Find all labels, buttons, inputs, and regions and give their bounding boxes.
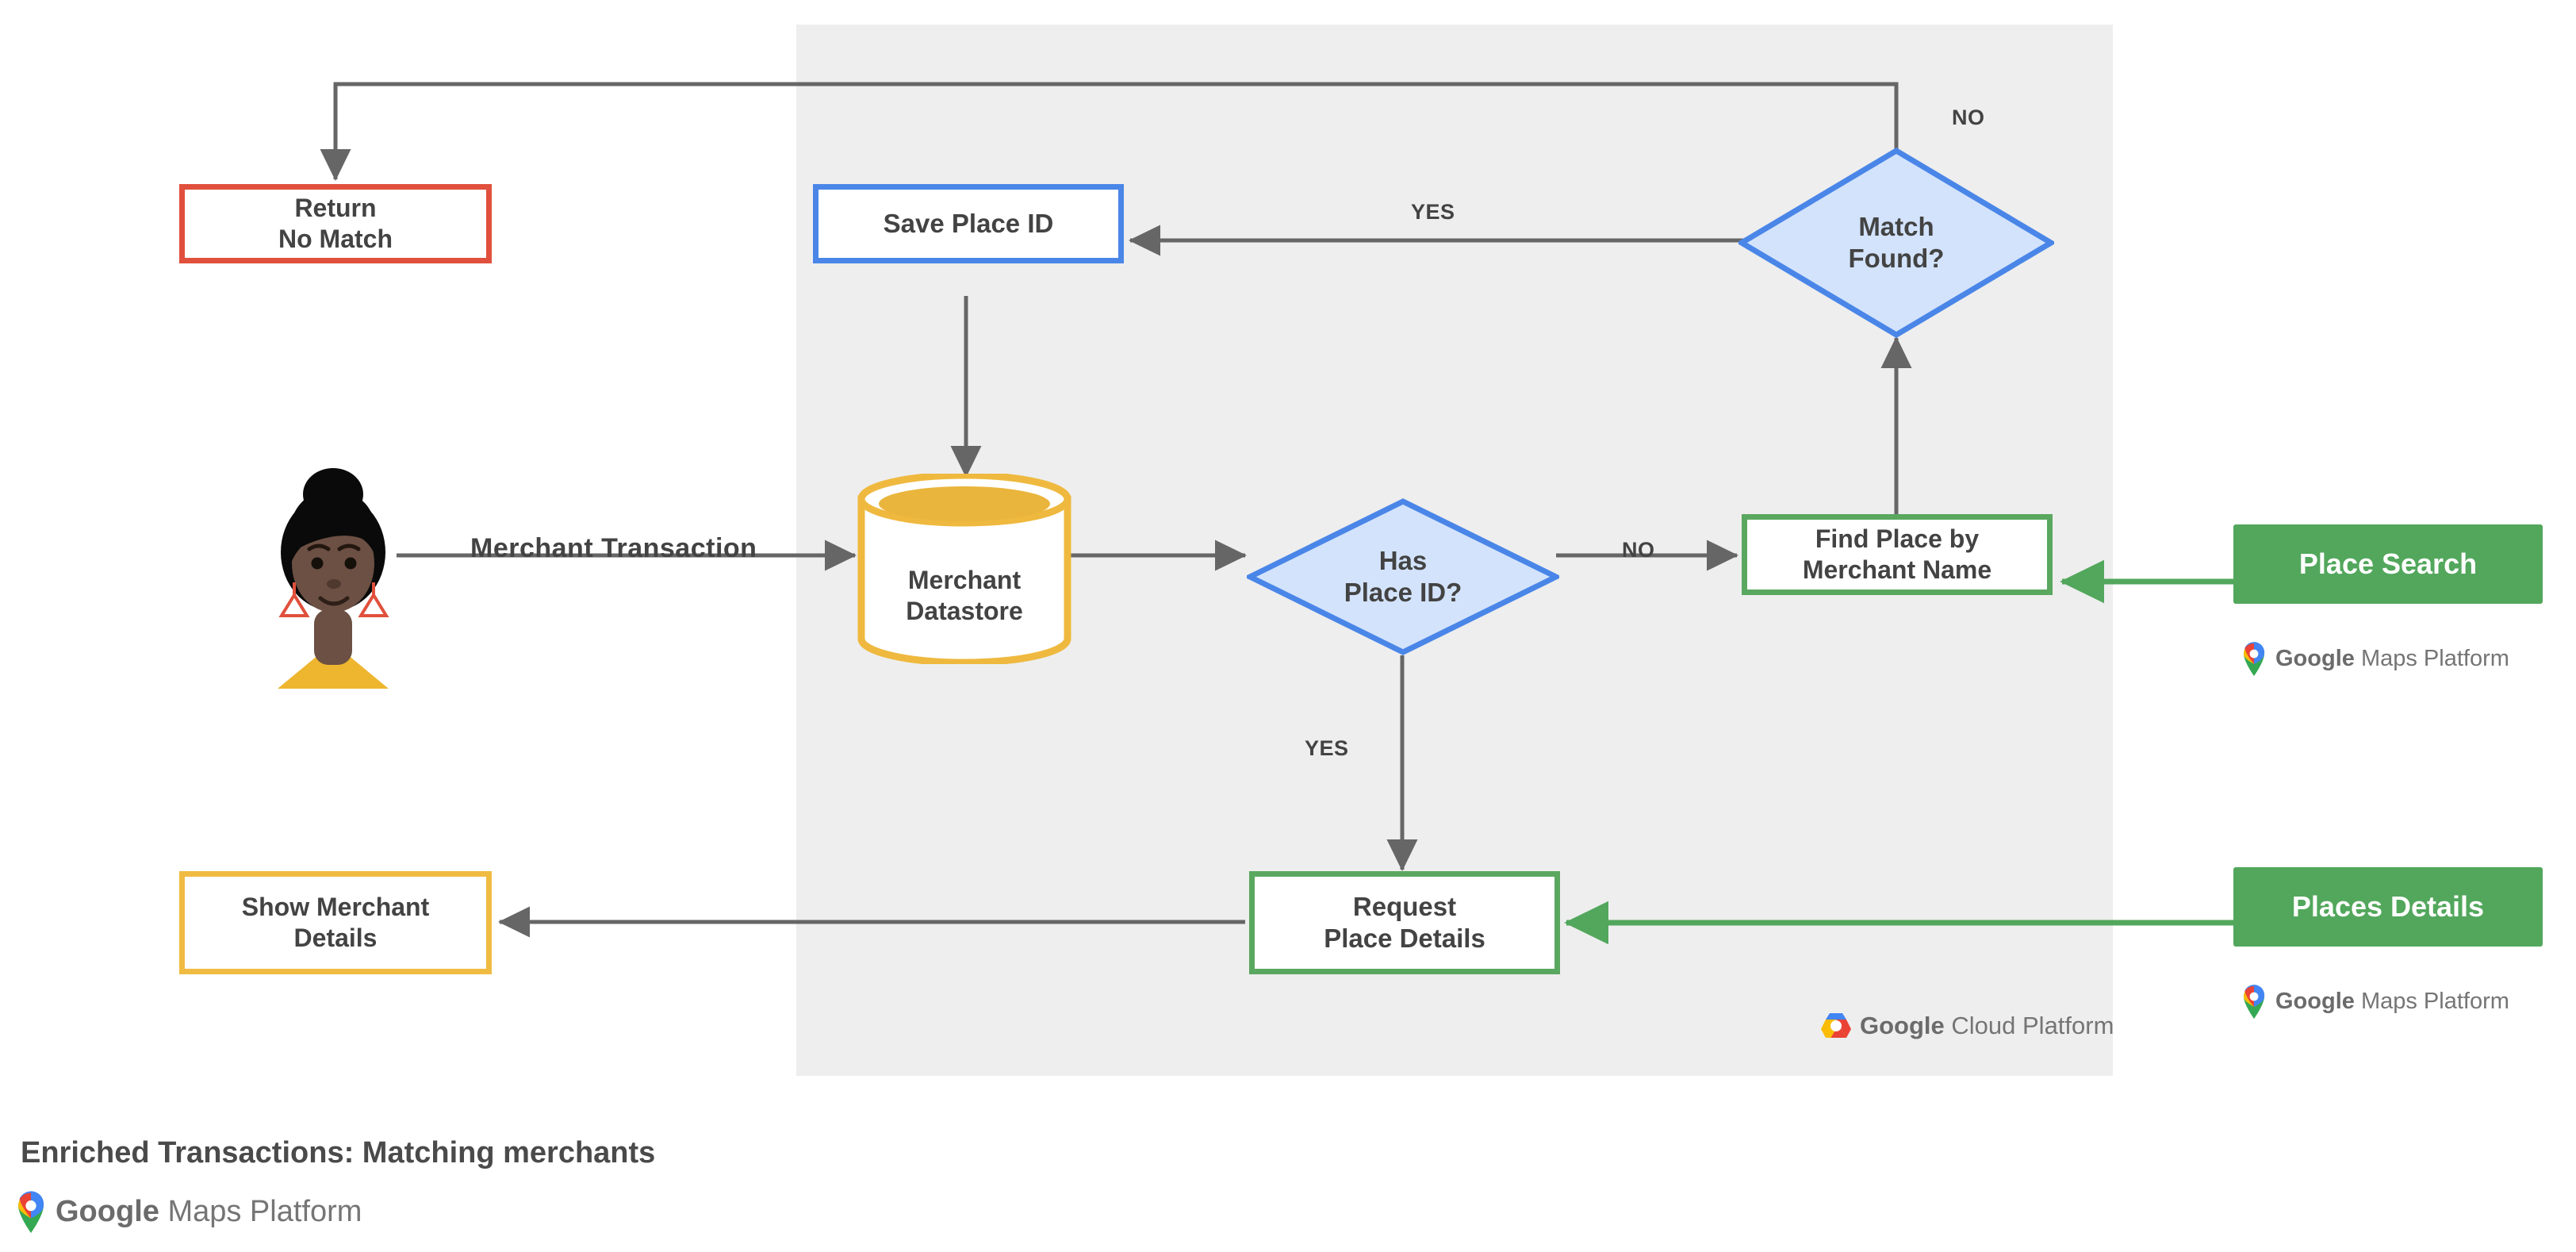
maps-logo-brand: Google <box>2275 988 2355 1014</box>
cloud-logo-brand: Google <box>1860 1012 1945 1039</box>
page-title: Enriched Transactions: Matching merchant… <box>21 1136 656 1169</box>
edge-label-merchant-transaction: Merchant Transaction <box>470 533 757 563</box>
node-request-place-details[interactable]: Request Place Details <box>1249 871 1560 974</box>
node-merchant-datastore[interactable]: Merchant Datastore <box>855 474 1074 664</box>
node-show-merchant-details-label: Show Merchant Details <box>241 892 430 952</box>
node-show-merchant-details[interactable]: Show Merchant Details <box>179 871 492 974</box>
datastore-cylinder-shape <box>857 474 1071 664</box>
node-save-place-id[interactable]: Save Place ID <box>813 184 1124 263</box>
maps-logo-text: Google Maps Platform <box>2275 989 2509 1015</box>
edge-label-match-found-no: NO <box>1952 106 1985 129</box>
node-find-place-label: Find Place by Merchant Name <box>1802 524 1992 584</box>
node-has-place-id[interactable]: Has Place ID? <box>1247 498 1559 655</box>
maps-pin-icon <box>2244 642 2265 676</box>
maps-logo-text: Google Maps Platform <box>2275 646 2509 672</box>
node-return-no-match[interactable]: Return No Match <box>179 184 492 263</box>
google-maps-platform-logo-places-details: Google Maps Platform <box>2241 984 2509 1019</box>
maps-logo-product: Maps Platform <box>159 1194 362 1228</box>
api-button-places-details[interactable]: Places Details <box>2233 867 2543 947</box>
api-button-place-search-label: Place Search <box>2298 547 2478 580</box>
edge-label-has-place-id-no: NO <box>1622 538 1655 562</box>
maps-logo-brand: Google <box>2275 645 2355 671</box>
maps-pin-icon <box>18 1191 44 1233</box>
node-request-place-details-label: Request Place Details <box>1324 891 1485 953</box>
node-has-place-id-label: Has Place ID? <box>1344 545 1462 607</box>
google-maps-platform-logo-place-search: Google Maps Platform <box>2241 641 2509 676</box>
google-cloud-platform-logo: Google Cloud Platform <box>1820 1012 2114 1040</box>
node-find-place-by-merchant-name[interactable]: Find Place by Merchant Name <box>1742 514 2053 595</box>
node-match-found-label: Match Found? <box>1848 211 1945 273</box>
maps-logo-brand: Google <box>56 1194 159 1228</box>
google-maps-platform-logo-footer: Google Maps Platform <box>14 1190 362 1233</box>
cloud-logo-text: Google Cloud Platform <box>1860 1012 2114 1040</box>
api-button-place-search[interactable]: Place Search <box>2233 524 2543 604</box>
decision-diamond-shape <box>1247 498 1559 655</box>
user-avatar <box>262 459 404 689</box>
avatar-illustration <box>278 468 389 689</box>
edge-label-has-place-id-yes: YES <box>1305 736 1349 760</box>
cloud-logo-product: Cloud Platform <box>1944 1012 2114 1039</box>
node-match-found[interactable]: Match Found? <box>1738 148 2054 338</box>
node-save-place-id-label: Save Place ID <box>883 208 1054 238</box>
maps-logo-text: Google Maps Platform <box>56 1195 362 1229</box>
cloud-hexagon-icon <box>1821 1013 1851 1038</box>
maps-logo-product: Maps Platform <box>2354 988 2509 1014</box>
maps-pin-icon <box>2244 985 2265 1019</box>
api-button-places-details-label: Places Details <box>2291 890 2485 923</box>
edge-label-match-found-yes: YES <box>1411 200 1455 224</box>
maps-logo-product: Maps Platform <box>2354 645 2509 671</box>
node-return-no-match-label: Return No Match <box>278 193 393 253</box>
node-merchant-datastore-label: Merchant Datastore <box>906 565 1023 625</box>
decision-diamond-shape <box>1738 148 2054 338</box>
